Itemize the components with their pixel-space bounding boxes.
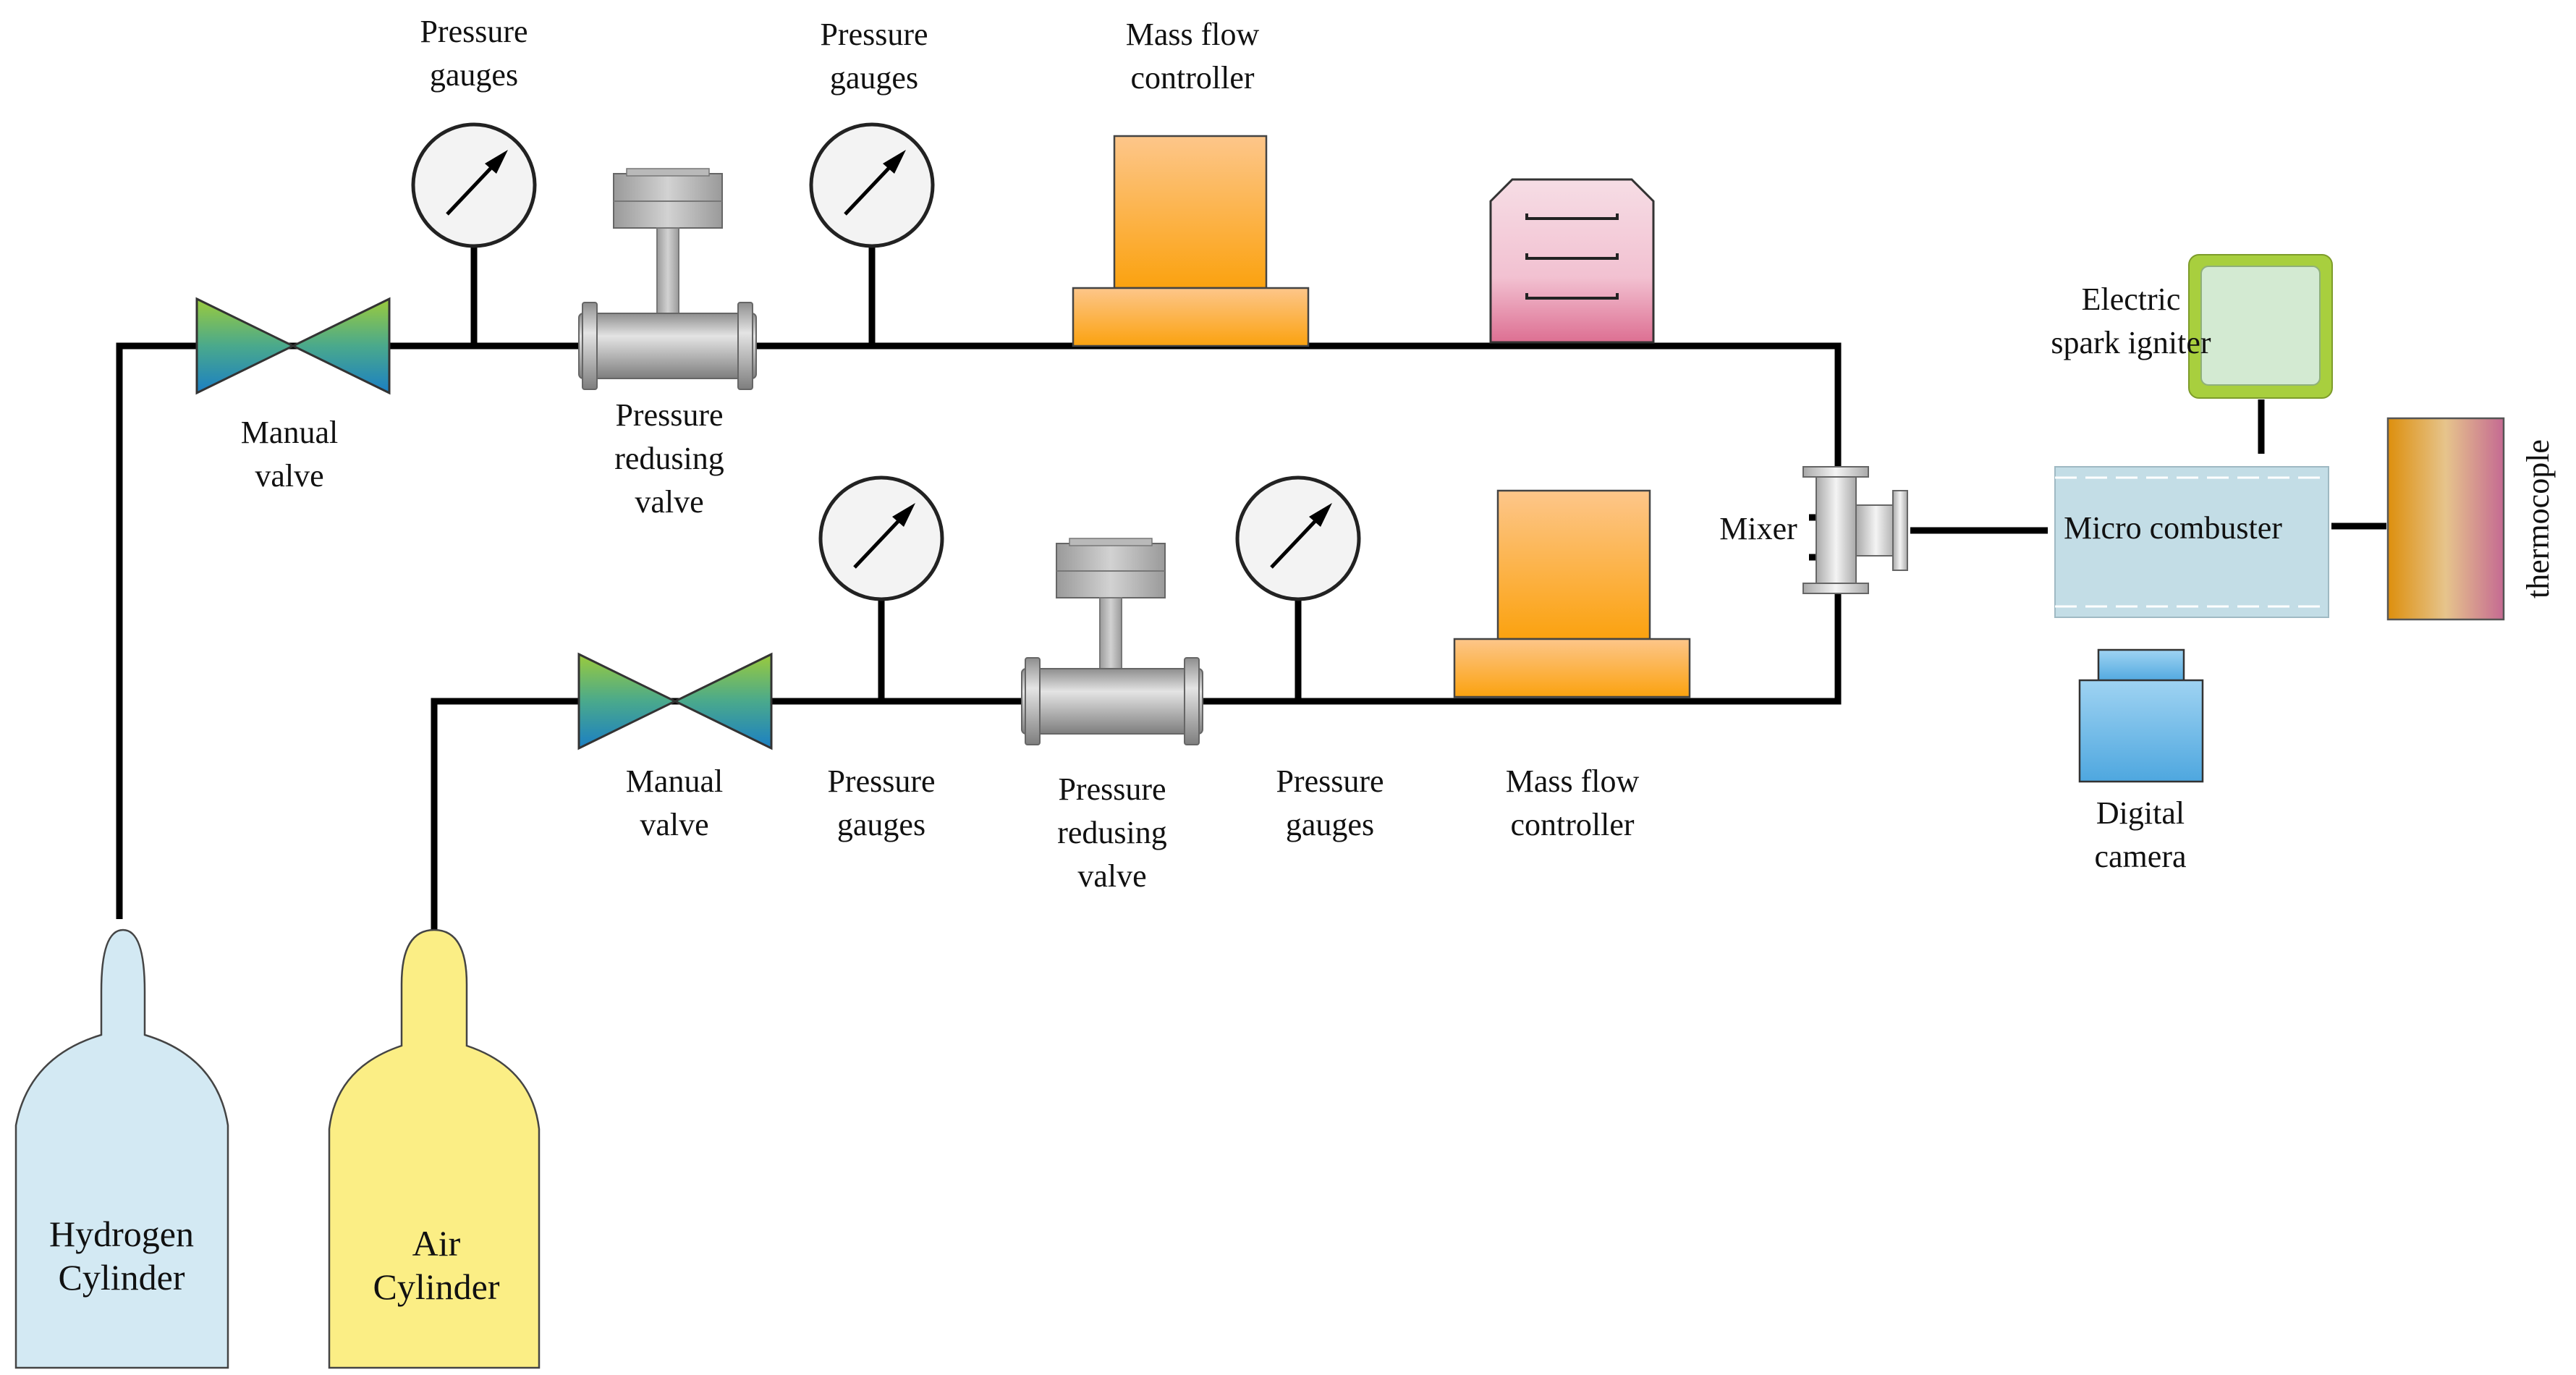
air-cylinder-label-2: Cylinder [373,1266,500,1307]
pressure-gauge-top-2: Pressure gauges [809,17,935,248]
electric-spark-igniter-label-1: Electric [2082,282,2181,317]
pressure-gauges-top-1-label-1: Pressure [420,14,528,49]
mfc-base [1072,287,1310,347]
pressure-reducing-valve-top-label-3: valve [635,484,703,520]
hydrogen-cylinder-shape [14,928,229,1369]
mixer-outlet [1855,504,1897,557]
pressure-gauges-bottom-1-label-2: gauges [837,807,925,842]
prv-body [578,313,757,379]
gauge-needle-tip [892,503,915,527]
thermocouple: thermocople [2386,417,2556,621]
hydrogen-cylinder: Hydrogen Cylinder [14,928,229,1369]
micro-combuster-label: Micro combuster [2064,510,2282,546]
pressure-gauges-top-1-label-2: gauges [430,57,518,93]
mass-flow-controller-top-label-2: controller [1130,60,1254,96]
pressure-gauge-top-1: Pressure gauges [411,14,537,248]
gauge-needle-tip [1309,503,1332,527]
prv-body [1021,668,1203,735]
digital-camera-label-2: camera [2095,839,2187,874]
manual-valve-bottom-label-2: valve [640,807,708,842]
mass-flow-controller-bottom-label-2: controller [1510,807,1634,842]
flow-display-unit [1489,178,1655,344]
mass-flow-controller-top-label-1: Mass flow [1126,17,1260,52]
valve-left-wedge [195,297,296,395]
electric-spark-igniter: Electric spark igniter [2051,254,2333,399]
gauge-needle-tip [485,150,508,174]
micro-combuster-body [2054,466,2329,618]
pressure-reducing-valve-top: Pressure redusing valve [578,168,757,520]
prv-stem [656,227,679,314]
pressure-gauges-top-2-label-2: gauges [830,60,918,96]
air-cylinder-shape [328,928,541,1369]
air-cylinder-label-1: Air [412,1223,461,1264]
valve-left-wedge [577,652,678,750]
mfc-head [1496,489,1651,640]
pressure-gauge-bottom-1: Pressure gauges [818,475,944,842]
manual-valve-top: Manual valve [195,297,391,494]
valve-right-wedge [290,297,391,395]
hydrogen-cylinder-label-2: Cylinder [59,1257,185,1298]
valve-right-wedge [672,652,773,750]
pressure-gauges-top-2-label-1: Pressure [820,17,928,52]
hydrogen-cylinder-label-1: Hydrogen [49,1214,194,1254]
manual-valve-top-label-2: valve [255,458,323,494]
display-unit-body [1489,178,1655,344]
igniter-face [2200,266,2321,386]
pressure-reducing-valve-bottom: Pressure redusing valve [1021,538,1203,894]
mass-flow-controller-top: Mass flow controller [1072,17,1310,347]
display-slot-3 [1525,293,1619,300]
digital-camera-label-1: Digital [2096,795,2185,831]
mfc-head [1113,135,1268,289]
mixer-label: Mixer [1719,511,1797,546]
pressure-gauges-bottom-2-label-1: Pressure [1276,763,1384,799]
manual-valve-top-label-1: Manual [241,415,338,450]
camera-body [2078,679,2204,783]
manual-valve-bottom: Manual valve [577,652,773,842]
pressure-gauges-bottom-1-label-1: Pressure [827,763,935,799]
pressure-reducing-valve-bottom-label-2: redusing [1057,815,1167,850]
thermocouple-body [2386,417,2505,621]
display-slot-1 [1525,213,1619,220]
thermocouple-label: thermocople [2520,439,2556,598]
camera-lens-housing [2097,648,2185,684]
micro-combuster: Micro combuster [2054,466,2329,618]
digital-camera: Digital camera [2078,648,2204,874]
mfc-base [1453,638,1691,698]
pressure-reducing-valve-bottom-label-3: valve [1077,858,1146,894]
pressure-reducing-valve-bottom-label-1: Pressure [1058,771,1166,807]
pressure-gauge-bottom-2: Pressure gauges [1235,475,1384,842]
pressure-reducing-valve-top-label-1: Pressure [615,397,723,433]
mass-flow-controller-bottom-label-1: Mass flow [1506,763,1640,799]
air-cylinder: Air Cylinder [328,928,541,1369]
gauge-needle-tip [883,150,906,174]
pressure-reducing-valve-top-label-2: redusing [614,441,724,476]
mass-flow-controller-bottom: Mass flow controller [1453,489,1691,842]
pressure-gauges-bottom-2-label-2: gauges [1286,807,1374,842]
electric-spark-igniter-label-2: spark igniter [2051,325,2211,360]
manual-valve-bottom-label-1: Manual [626,763,723,799]
mixer: Mixer [1719,466,1908,594]
display-slot-2 [1525,253,1619,260]
prv-stem [1099,597,1122,669]
mixer-body [1816,473,1857,587]
